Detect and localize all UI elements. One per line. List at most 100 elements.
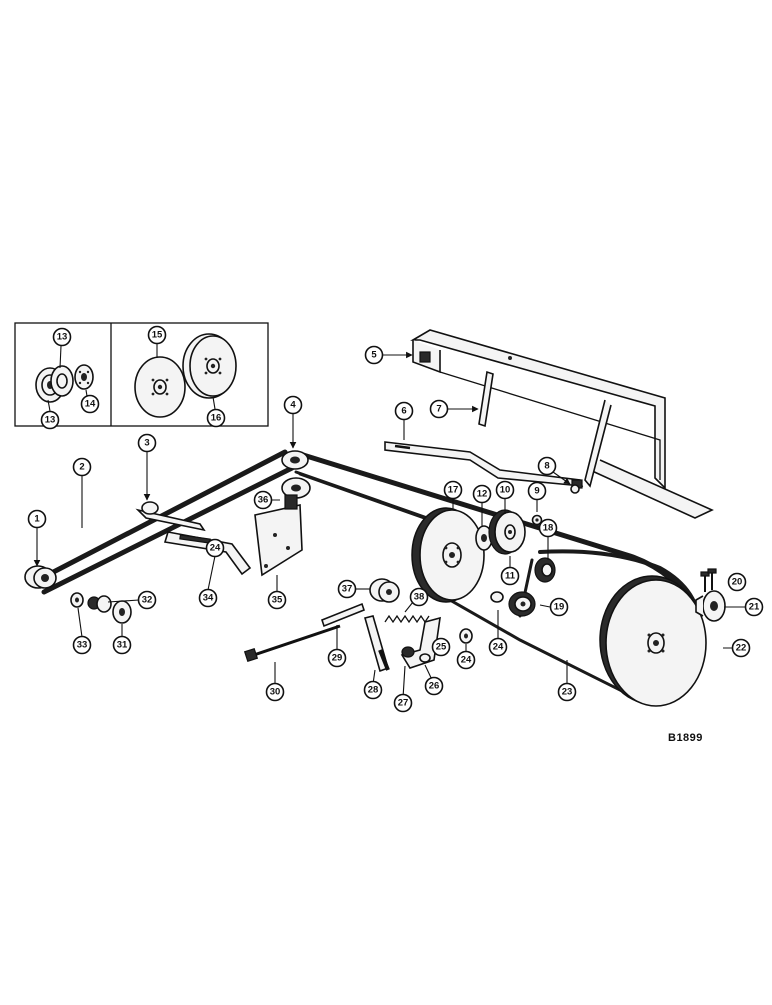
callout-27: 27 <box>393 693 413 713</box>
spring-38 <box>384 614 430 624</box>
svg-text:13: 13 <box>57 332 68 343</box>
svg-text:19: 19 <box>554 602 565 613</box>
callout-34: 34 <box>198 588 218 608</box>
callout-33: 33 <box>72 635 92 655</box>
brace-rod-7 <box>478 370 494 428</box>
svg-text:24: 24 <box>461 655 472 666</box>
drawing-reference: B1899 <box>668 732 703 744</box>
svg-text:12: 12 <box>477 489 488 500</box>
svg-text:26: 26 <box>429 681 440 692</box>
svg-text:22: 22 <box>736 643 747 654</box>
callout-9: 9 <box>527 481 547 501</box>
svg-text:11: 11 <box>505 571 516 582</box>
callout-3: 3 <box>137 433 157 453</box>
bushing-24 <box>459 628 473 644</box>
pulley-10-11 <box>488 509 526 555</box>
inset-pulley-13 <box>35 365 74 403</box>
callout-2: 2 <box>72 457 92 477</box>
callout-13-top: 13 <box>52 327 72 347</box>
svg-text:16: 16 <box>211 413 222 424</box>
pulley-19 <box>490 591 536 617</box>
svg-text:5: 5 <box>371 350 377 361</box>
pulley-1 <box>24 565 57 589</box>
callout-16: 16 <box>206 408 226 428</box>
svg-text:14: 14 <box>85 399 96 410</box>
svg-text:27: 27 <box>398 698 409 709</box>
svg-text:10: 10 <box>500 485 511 496</box>
callout-1: 1 <box>27 509 47 529</box>
svg-text:2: 2 <box>79 462 84 473</box>
svg-text:9: 9 <box>534 486 539 497</box>
callout-4: 4 <box>283 395 303 415</box>
svg-text:21: 21 <box>749 602 760 613</box>
callout-7: 7 <box>429 399 449 419</box>
svg-text:8: 8 <box>544 461 549 472</box>
idler-arm-25 <box>400 616 441 669</box>
svg-text:3: 3 <box>144 438 149 449</box>
pulley-17 <box>411 507 485 603</box>
callout-32: 32 <box>137 590 157 610</box>
inset-box <box>14 322 269 427</box>
svg-text:30: 30 <box>270 687 281 698</box>
callouts: 13 14 13 15 16 1 2 3 4 5 6 7 8 9 10 11 1… <box>27 325 764 713</box>
spacer-36 <box>284 494 298 510</box>
support-3 <box>135 501 206 532</box>
callout-24-b: 24 <box>456 650 476 670</box>
callout-6: 6 <box>394 401 414 421</box>
svg-text:18: 18 <box>543 523 554 534</box>
pulley-22 <box>599 575 707 707</box>
svg-text:4: 4 <box>290 400 296 411</box>
belt-shield <box>410 329 714 519</box>
callout-20: 20 <box>727 572 747 592</box>
svg-text:23: 23 <box>562 687 573 698</box>
support-bar-6 <box>384 441 584 489</box>
inset-pulley-16 <box>182 333 237 399</box>
callout-26: 26 <box>424 676 444 696</box>
arm-28 <box>364 615 390 673</box>
callout-25: 25 <box>431 637 451 657</box>
svg-text:24: 24 <box>210 543 221 554</box>
svg-text:37: 37 <box>342 584 353 595</box>
callout-18: 18 <box>538 518 558 538</box>
callout-29: 29 <box>327 648 347 668</box>
svg-text:28: 28 <box>368 685 379 696</box>
svg-text:34: 34 <box>203 593 214 604</box>
callout-19: 19 <box>549 597 569 617</box>
svg-text:7: 7 <box>436 404 441 415</box>
hub-37 <box>369 578 400 603</box>
callout-38: 38 <box>409 587 429 607</box>
bracket-35 <box>254 504 303 577</box>
svg-text:25: 25 <box>436 642 447 653</box>
svg-text:20: 20 <box>732 577 743 588</box>
idler-18 <box>534 557 556 583</box>
hub-parts-31-33 <box>70 592 132 624</box>
callout-36: 36 <box>253 490 273 510</box>
svg-text:31: 31 <box>117 640 128 651</box>
svg-text:29: 29 <box>332 653 343 664</box>
callout-21: 21 <box>744 597 764 617</box>
callout-23: 23 <box>557 682 577 702</box>
callout-35: 35 <box>267 590 287 610</box>
callout-22: 22 <box>731 638 751 658</box>
callout-15: 15 <box>147 325 167 345</box>
svg-text:24: 24 <box>493 642 504 653</box>
svg-text:13: 13 <box>45 415 56 426</box>
callout-24-c: 24 <box>205 538 225 558</box>
bolts-20 <box>700 568 717 592</box>
callout-17: 17 <box>443 480 463 500</box>
svg-text:33: 33 <box>77 640 88 651</box>
shaft-29 <box>321 602 365 628</box>
bolt-8-nut-9 <box>531 484 580 526</box>
callout-37: 37 <box>337 579 357 599</box>
callout-12: 12 <box>472 484 492 504</box>
svg-text:15: 15 <box>152 330 163 341</box>
callout-11: 11 <box>500 566 520 586</box>
hub-21 <box>695 590 726 622</box>
callout-28: 28 <box>363 680 383 700</box>
svg-text:17: 17 <box>448 485 459 496</box>
callout-10: 10 <box>495 480 515 500</box>
svg-text:38: 38 <box>414 592 425 603</box>
callout-30: 30 <box>265 682 285 702</box>
callout-5: 5 <box>364 345 384 365</box>
